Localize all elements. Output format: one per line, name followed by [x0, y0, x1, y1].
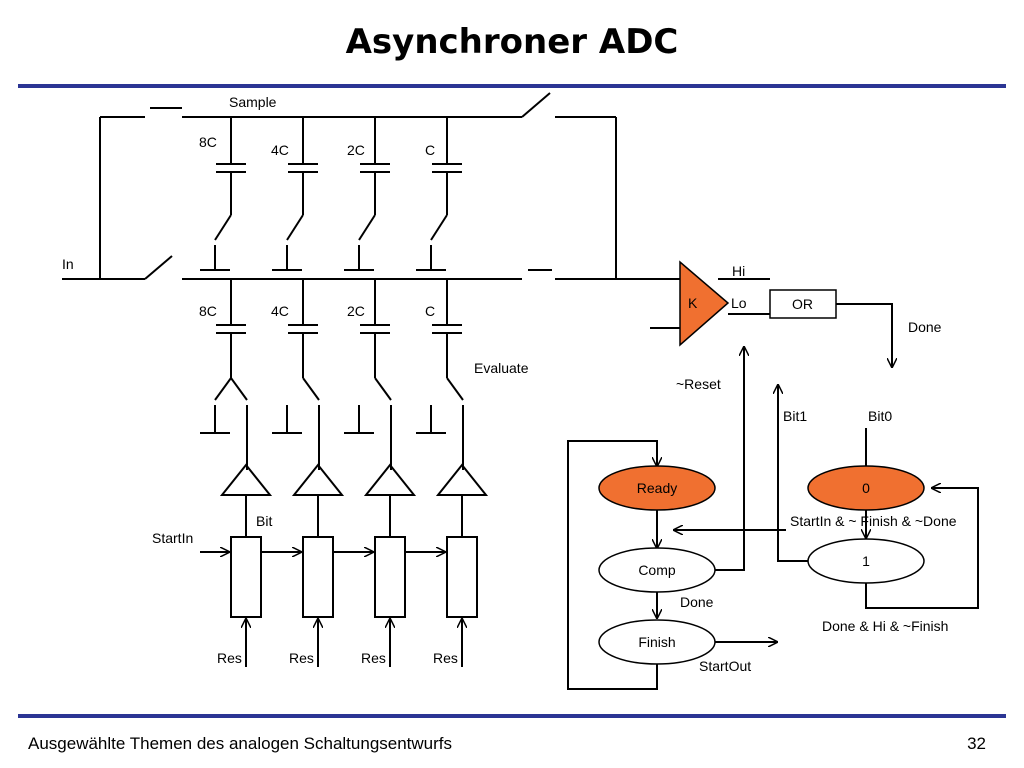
cond-start-label: StartIn & ~ Finish & ~Done	[790, 513, 957, 529]
finish-label: Finish	[638, 634, 675, 650]
comp-label: Comp	[638, 562, 676, 578]
state-0	[807, 465, 925, 511]
input-bus	[62, 255, 680, 329]
startin-label: StartIn	[152, 530, 193, 546]
bottom-cap-label: 8C	[199, 303, 217, 319]
bottom-cap-label: C	[425, 303, 435, 319]
finish-loop	[567, 440, 657, 690]
bit-buffers	[219, 463, 489, 537]
top-cap-label: 8C	[199, 134, 217, 150]
res-label: Res	[361, 650, 386, 666]
slide-title: Asynchroner ADC	[345, 22, 679, 62]
state-ready	[598, 465, 716, 511]
or-label: OR	[792, 296, 813, 312]
title-rule	[18, 84, 1006, 88]
input-label: In	[62, 256, 74, 272]
bit-registers	[230, 536, 478, 618]
comparator	[679, 260, 730, 347]
footer-rule	[18, 714, 1006, 718]
lower-cap-col-c	[416, 279, 464, 470]
state0-label: 0	[862, 480, 870, 496]
fsm-done-label: Done	[680, 594, 714, 610]
comparator-label: K	[688, 295, 698, 311]
lower-cap-col-4c	[272, 279, 320, 470]
res-label: Res	[433, 650, 458, 666]
upper-cap-col-c	[416, 117, 462, 271]
lo-label: Lo	[731, 295, 747, 311]
hi-label: Hi	[732, 263, 745, 279]
state1-loop	[865, 488, 979, 609]
upper-cap-col-4c	[272, 117, 318, 271]
upper-cap-col-2c	[344, 117, 390, 271]
done-label: Done	[908, 319, 942, 335]
bottom-cap-label: 2C	[347, 303, 365, 319]
top-rail	[99, 92, 617, 279]
bit1-line	[778, 385, 810, 562]
top-cap-label: 4C	[271, 142, 289, 158]
cond-done-label: Done & Hi & ~Finish	[822, 618, 948, 634]
state-1	[807, 538, 925, 584]
upper-cap-col-8c	[200, 117, 246, 271]
bit-label: Bit	[256, 513, 272, 529]
top-cap-label: 2C	[347, 142, 365, 158]
bottom-cap-label: 4C	[271, 303, 289, 319]
lower-cap-col-8c	[200, 279, 248, 470]
state-comp	[598, 547, 716, 593]
startout-label: StartOut	[699, 658, 751, 674]
evaluate-label: Evaluate	[474, 360, 529, 376]
state-finish	[598, 619, 716, 665]
reset-label: ~Reset	[676, 376, 721, 392]
res-label: Res	[289, 650, 314, 666]
page-number: 32	[967, 734, 986, 753]
top-cap-label: C	[425, 142, 435, 158]
footer-text: Ausgewählte Themen des analogen Schaltun…	[28, 734, 453, 753]
reset-line	[710, 347, 744, 571]
bit1-label: Bit1	[783, 408, 807, 424]
ready-label: Ready	[637, 480, 677, 496]
bit0-label: Bit0	[868, 408, 892, 424]
sample-label: Sample	[229, 94, 277, 110]
or-to-done	[836, 303, 892, 367]
res-label: Res	[217, 650, 242, 666]
lower-cap-col-2c	[344, 279, 392, 470]
state1-label: 1	[862, 553, 870, 569]
or-gate	[769, 289, 837, 319]
